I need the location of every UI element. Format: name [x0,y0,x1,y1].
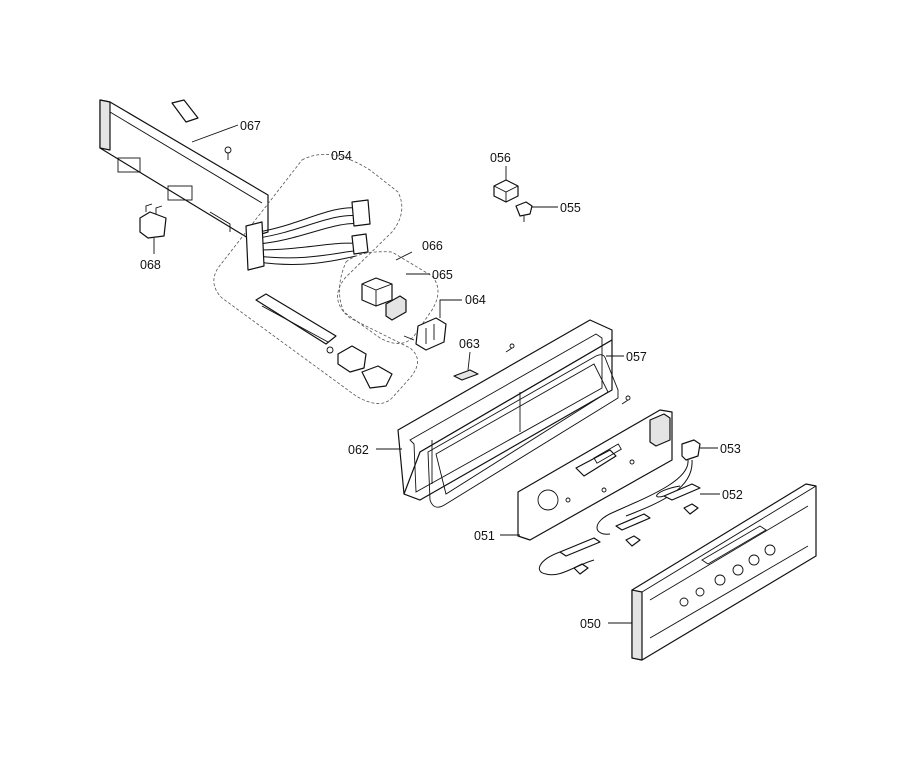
callout-labels: 067 054 056 055 066 065 064 063 057 062 … [140,119,743,631]
callout-056: 056 [490,151,511,165]
callout-050: 050 [580,617,601,631]
part-057-gasket [427,354,619,508]
part-055-screw [515,201,533,222]
callout-055: 055 [560,201,581,215]
callout-067: 067 [240,119,261,133]
callout-066: 066 [422,239,443,253]
part-063-tab [453,369,479,381]
part-064-latch [403,317,447,351]
callout-063: 063 [459,337,480,351]
part-066-switch [361,277,393,307]
callout-051: 051 [474,529,495,543]
part-056-clip [493,179,519,203]
group-054-harness-assembly [213,154,418,404]
callout-064: 064 [465,293,486,307]
callout-057: 057 [626,350,647,364]
part-068-clip [139,203,167,239]
callout-065: 065 [432,268,453,282]
part-065-cap [385,295,407,321]
part-052-sensors [538,483,701,576]
part-050-front-panel [631,483,817,661]
callout-052: 052 [722,488,743,502]
part-067-bracket [99,99,269,239]
callout-054: 054 [331,149,352,163]
callout-053: 053 [720,442,741,456]
leader-lines [153,124,720,624]
callout-062: 062 [348,443,369,457]
part-062-frame [397,319,613,501]
part-051-control-board [517,395,673,541]
group-066-outline [339,251,439,344]
callout-068: 068 [140,258,161,272]
